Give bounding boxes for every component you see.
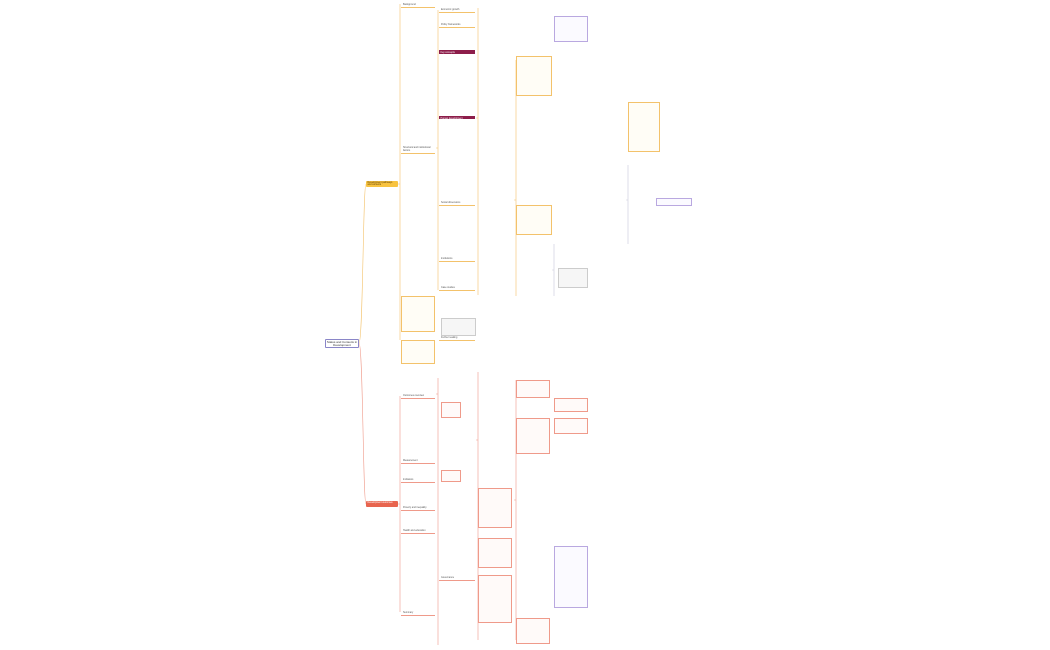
topic-node[interactable]: Case studies [439,285,475,291]
topic-node[interactable]: Structural and institutional factors [401,145,435,154]
note-node[interactable] [516,205,552,235]
topic-node[interactable]: Governance [439,575,475,581]
note-node[interactable] [656,198,692,206]
topic-node[interactable]: Social dimensions [439,200,475,206]
topic-node[interactable]: Outcomes overview [401,393,435,399]
note-node[interactable] [478,575,512,623]
highlighted-node[interactable]: Human development [439,116,475,120]
note-node[interactable] [516,418,550,454]
topic-node[interactable]: Poverty and inequality [401,505,435,511]
note-node[interactable] [554,546,588,608]
note-node[interactable] [401,296,435,332]
note-node[interactable] [516,56,552,96]
branch-development-outcomes[interactable]: Development outcomes [366,501,398,507]
image-thumbnail [558,268,588,288]
note-node[interactable] [554,418,588,434]
topic-node[interactable]: Further reading [439,335,475,341]
highlighted-node[interactable]: Key concepts [439,50,475,54]
note-node[interactable] [554,398,588,412]
note-node[interactable] [554,16,588,42]
topic-node[interactable]: Background [401,2,435,8]
topic-node[interactable]: Institutions [439,256,475,262]
note-node[interactable] [516,380,550,398]
topic-node[interactable]: Health and education [401,528,435,534]
branch-development-pathways[interactable]: Development pathways and contexts [366,181,398,187]
root-node[interactable]: Status and Contexts in Development [325,339,359,348]
topic-node[interactable]: Economic growth [439,7,475,13]
image-thumbnail [441,318,476,336]
note-node[interactable] [441,402,461,418]
topic-node[interactable]: Policy frameworks [439,22,475,28]
note-node[interactable] [401,340,435,364]
note-node[interactable] [441,470,461,482]
note-node[interactable] [478,538,512,568]
topic-node[interactable]: Indicators [401,477,435,483]
topic-node[interactable]: Measurement [401,458,435,464]
note-node[interactable] [478,488,512,528]
topic-node[interactable]: Summary [401,610,435,616]
note-node[interactable] [516,618,550,644]
note-node[interactable] [628,102,660,152]
